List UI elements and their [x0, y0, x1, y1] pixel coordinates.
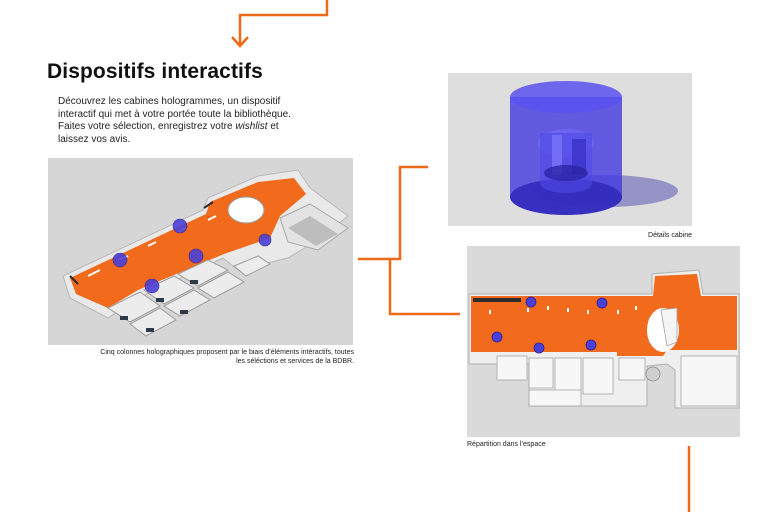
section-title: Dispositifs interactifs [47, 60, 263, 83]
intro-text-part1: Découvrez les cabines hologrammes, un di… [58, 96, 291, 133]
cabine-caption: Détails cabine [648, 232, 692, 239]
top-connector-line [238, 0, 329, 45]
main-figure-caption: Cinq colonnes holographiques proposent p… [100, 349, 354, 365]
section-intro: Découvrez les cabines hologrammes, un di… [58, 96, 308, 146]
intro-text-italic: wishlist [235, 121, 268, 133]
isometric-floor-render [48, 158, 353, 345]
connector-to-cabine [358, 165, 428, 261]
down-arrow-icon [231, 36, 249, 48]
cabine-detail-render [448, 73, 692, 226]
intro-text-part2: et laissez vos avis. [58, 121, 279, 145]
repartition-caption: Répartition dans l’espace [467, 441, 546, 448]
repartition-plan-render [467, 246, 740, 437]
connector-to-repartition [388, 259, 460, 316]
